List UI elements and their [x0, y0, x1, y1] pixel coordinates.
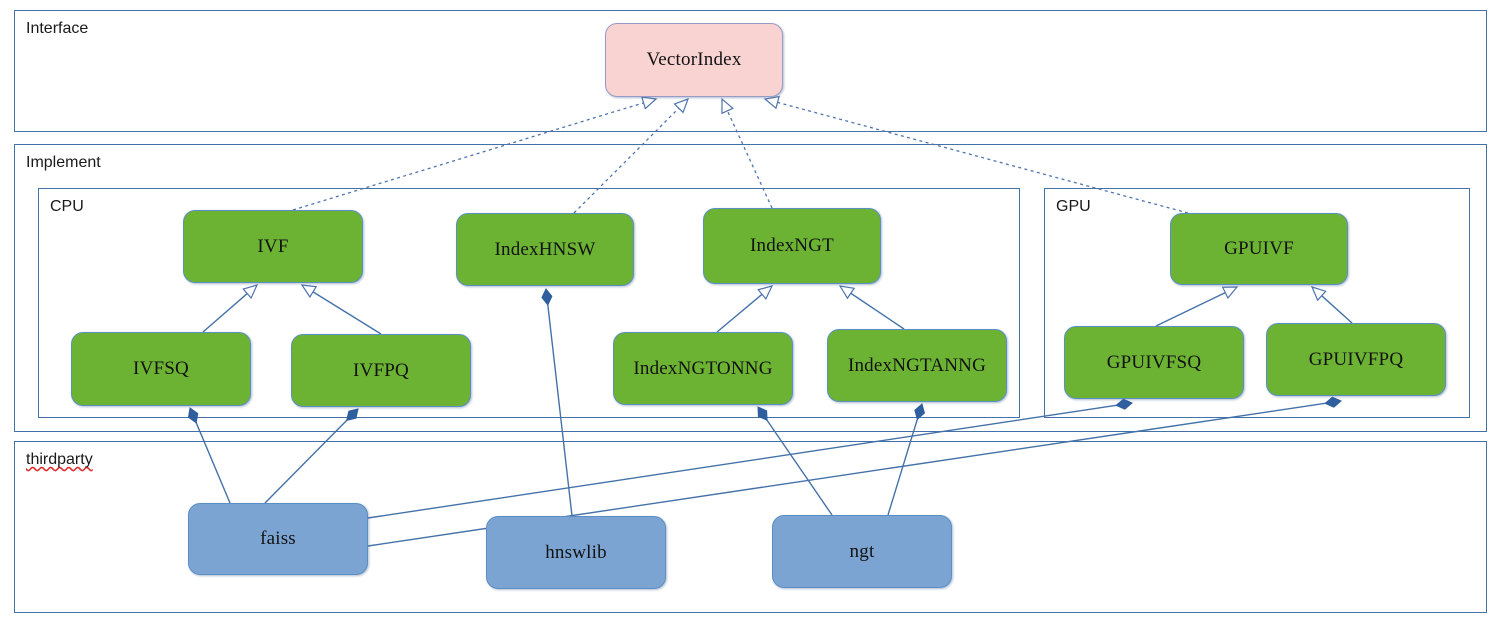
node-indexhnsw[interactable]: IndexHNSW — [456, 213, 634, 286]
node-gpuivf[interactable]: GPUIVF — [1170, 213, 1348, 285]
node-ngt[interactable]: ngt — [772, 515, 952, 588]
node-gpuivfsq[interactable]: GPUIVFSQ — [1064, 326, 1244, 399]
node-gpuivfpq[interactable]: GPUIVFPQ — [1266, 323, 1446, 396]
container-label-thirdparty: thirdparty — [26, 451, 93, 468]
node-ivf[interactable]: IVF — [183, 210, 363, 283]
container-label-implement: Implement — [26, 154, 101, 171]
node-faiss[interactable]: faiss — [188, 503, 368, 575]
container-label-gpu: GPU — [1056, 198, 1091, 215]
node-ivfsq[interactable]: IVFSQ — [71, 332, 251, 406]
node-indexngtanng[interactable]: IndexNGTANNG — [827, 329, 1007, 402]
node-vectorindex[interactable]: VectorIndex — [605, 23, 783, 97]
container-label-interface: Interface — [26, 20, 89, 37]
node-hnswlib[interactable]: hnswlib — [486, 516, 666, 589]
container-label-cpu: CPU — [50, 198, 84, 215]
node-indexngt[interactable]: IndexNGT — [703, 208, 881, 284]
node-ivfpq[interactable]: IVFPQ — [291, 334, 471, 407]
node-indexngtonng[interactable]: IndexNGTONNG — [613, 332, 793, 405]
